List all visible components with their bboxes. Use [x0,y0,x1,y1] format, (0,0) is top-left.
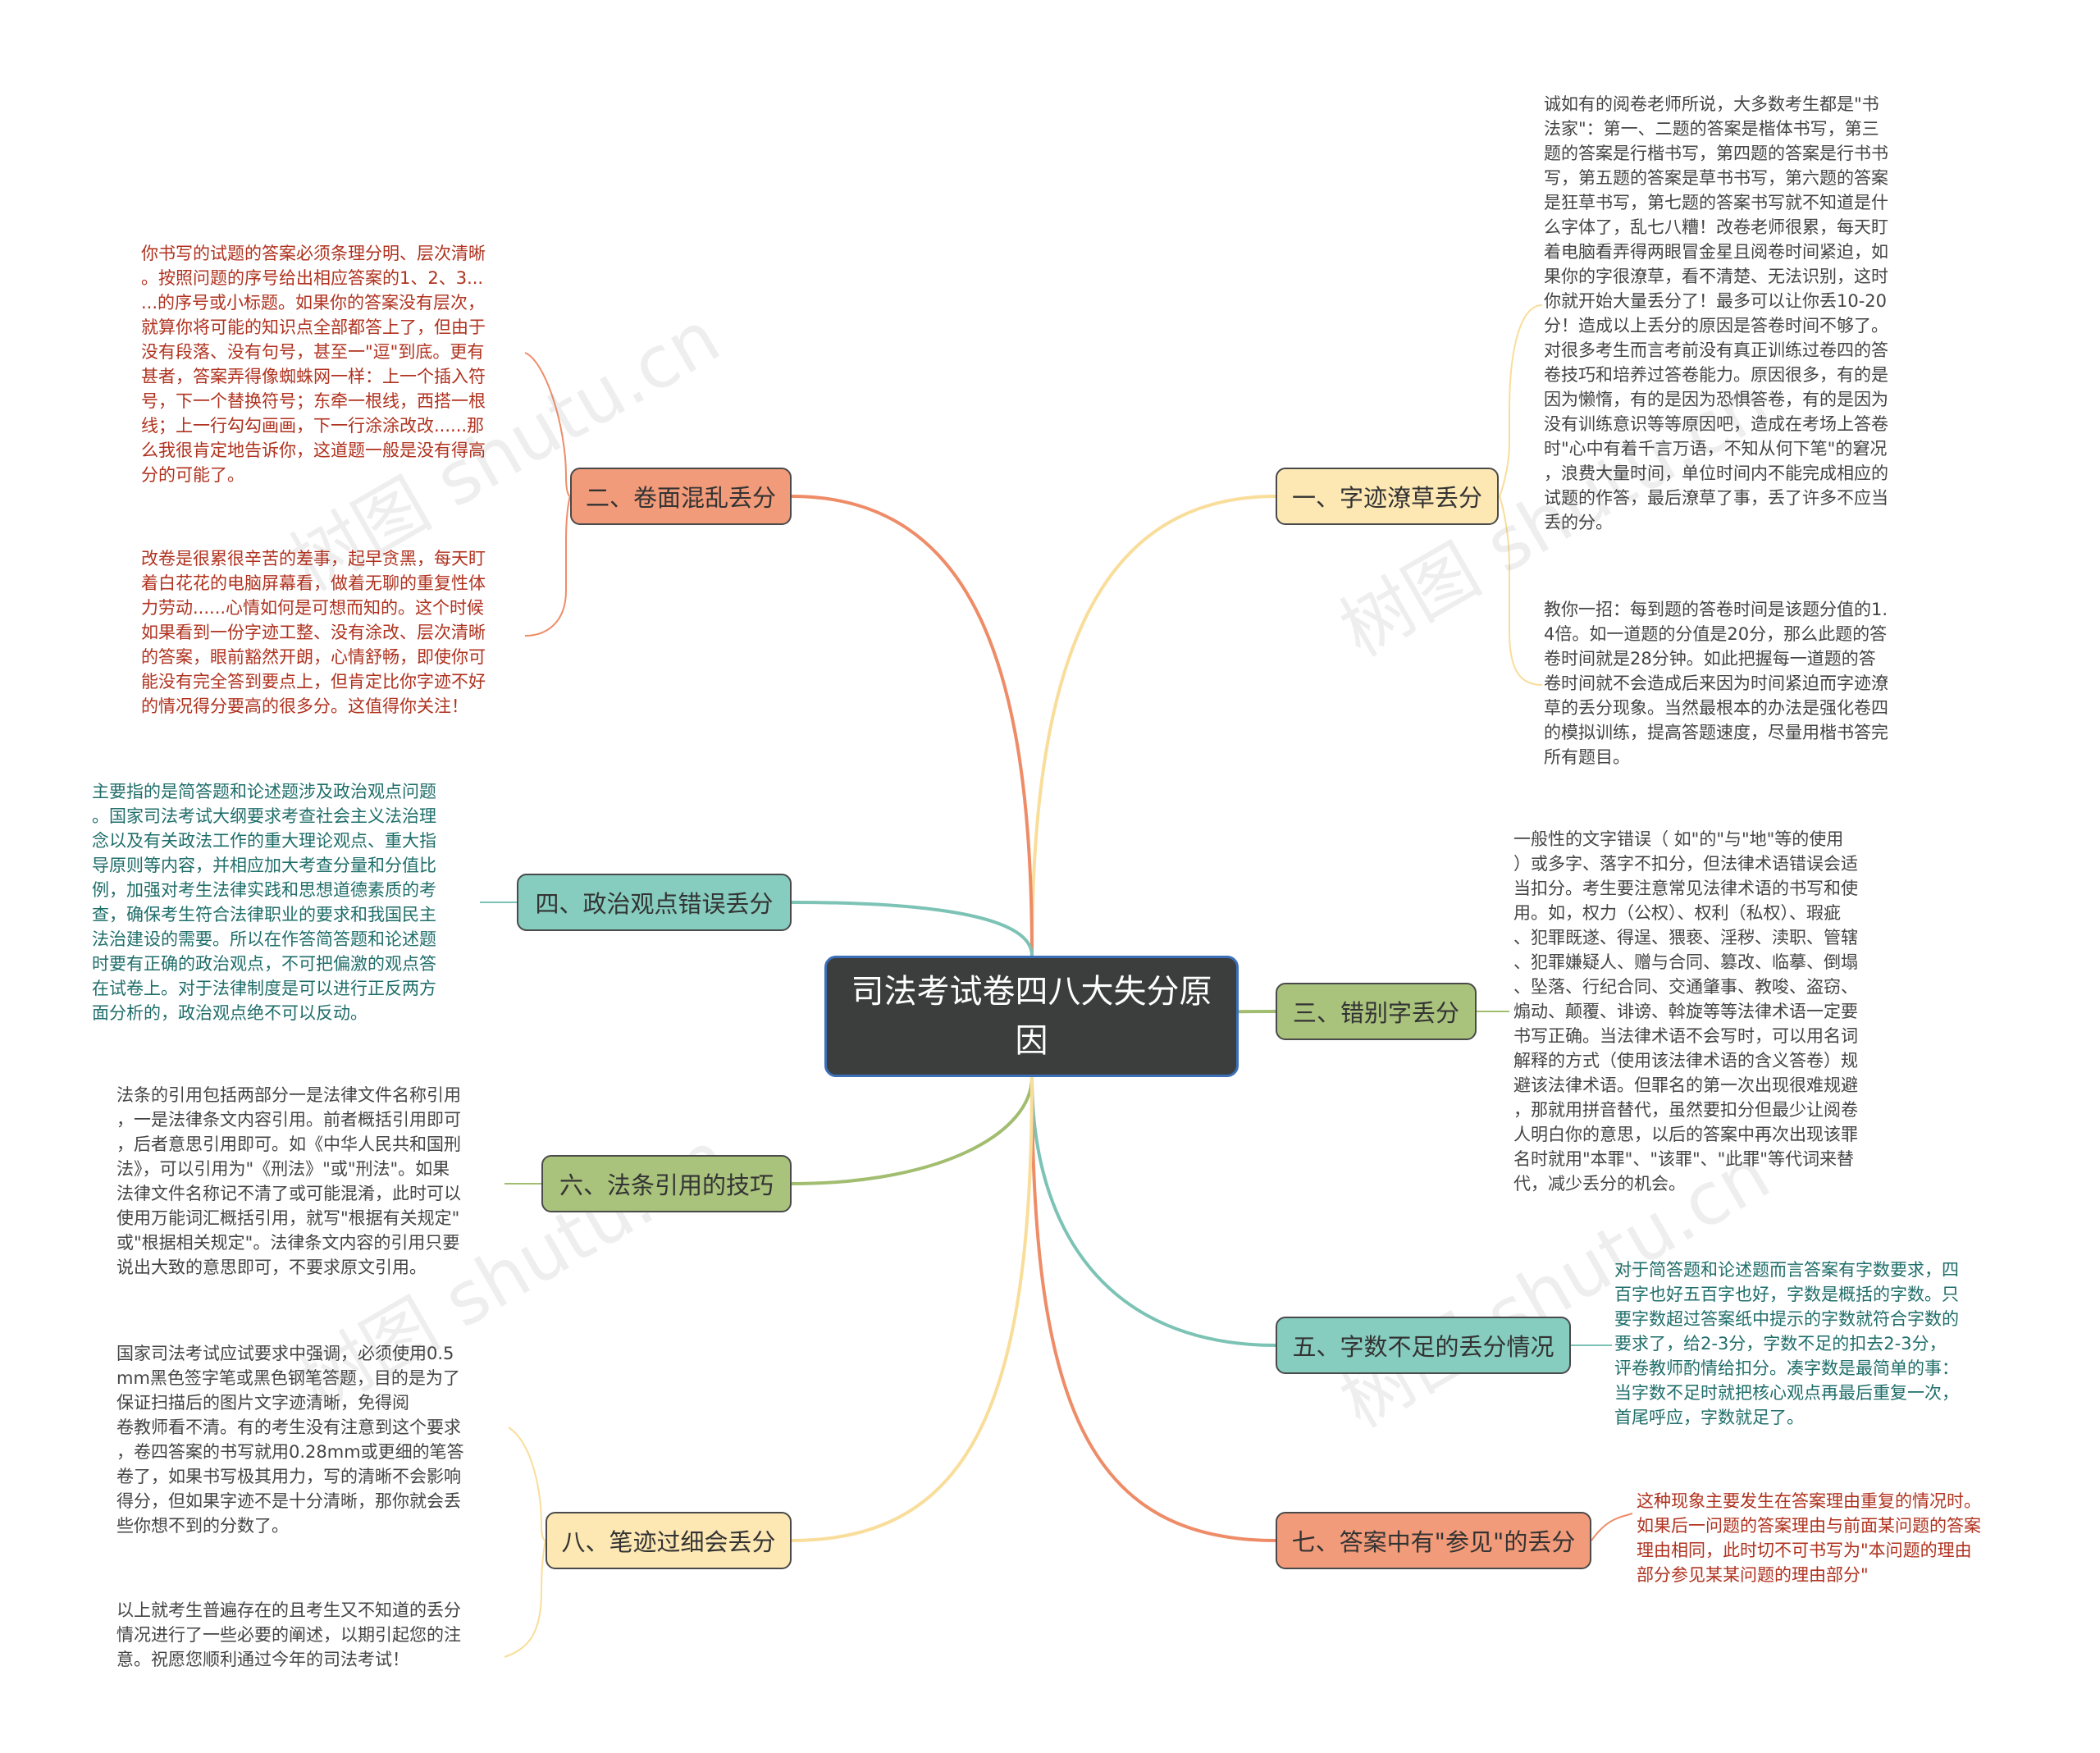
note-branch-1-b: 教你一招：每到题的答卷时间是该题分值的1. 4倍。如一道题的分值是20分，那么此… [1544,600,1888,767]
bracket-b7 [1591,1513,1633,1541]
note-branch-1-a: 诚如有的阅卷老师所说，大多数考生都是"书 法家"：第一、二题的答案是楷体书写，第… [1544,94,1888,532]
branch-6-citation-tips[interactable]: 六、法条引用的技巧 [541,1155,792,1212]
note-branch-7: 这种现象主要发生在答案理由重复的情况时。 如果后一问题的答案理由与前面某问题的答… [1637,1491,1981,1585]
link-center-b7 [1030,1076,1276,1542]
link-center-b6 [791,1076,1034,1185]
note-branch-6: 法条的引用包括两部分一是法律文件名称引用 ，一是法律条文内容引用。前者概括引用即… [116,1085,461,1277]
note-branch-5: 对于简答题和论述题而言答案有字数要求，四 百字也好五百字也好，字数是概括的字数。… [1614,1260,1959,1427]
note-branch-4: 主要指的是简答题和论述题涉及政治观点问题 。国家司法考试大纲要求考查社会主义法治… [92,782,436,1023]
bracket-b8 [504,1427,547,1658]
link-center-b8 [791,1076,1034,1542]
branch-1-messy-handwriting[interactable]: 一、字迹潦草丢分 [1276,468,1499,525]
branch-3-typos[interactable]: 三、错别字丢分 [1276,983,1477,1040]
note-branch-8-b: 以上就考生普遍存在的且考生又不知道的丢分 情况进行了一些必要的阐述，以期引起您的… [116,1600,461,1669]
note-branch-2-b: 改卷是很累很辛苦的差事，起早贪黑，每天盯 着白花花的电脑屏幕看，做着无聊的重复性… [141,549,486,716]
link-center-b4 [791,901,1034,956]
branch-7-see-reference[interactable]: 七、答案中有"参见"的丢分 [1276,1512,1591,1569]
note-branch-8-a: 国家司法考试应试要求中强调，必须使用0.5 mm黑色签字笔或黑色钢笔答题，目的是… [116,1344,464,1536]
note-branch-3: 一般性的文字错误（ 如"的"与"地"等的使用 ）或多字、落字不扣分，但法律术语错… [1513,829,1858,1194]
link-center-b5 [1030,1076,1276,1347]
branch-8-thin-strokes[interactable]: 八、笔迹过细会丢分 [546,1512,792,1569]
central-topic[interactable]: 司法考试卷四八大失分原因 [824,956,1239,1077]
link-center-b2 [791,495,1034,956]
note-branch-2-a: 你书写的试题的答案必须条理分明、层次清晰 。按照问题的序号给出相应答案的1、2、… [141,244,486,485]
link-center-b1 [1030,495,1276,956]
branch-4-political-views[interactable]: 四、政治观点错误丢分 [517,874,792,931]
branch-2-messy-layout[interactable]: 二、卷面混乱丢分 [570,468,792,525]
branch-5-word-count[interactable]: 五、字数不足的丢分情况 [1276,1317,1571,1374]
bracket-b1 [1498,304,1543,686]
bracket-b2 [524,352,572,637]
